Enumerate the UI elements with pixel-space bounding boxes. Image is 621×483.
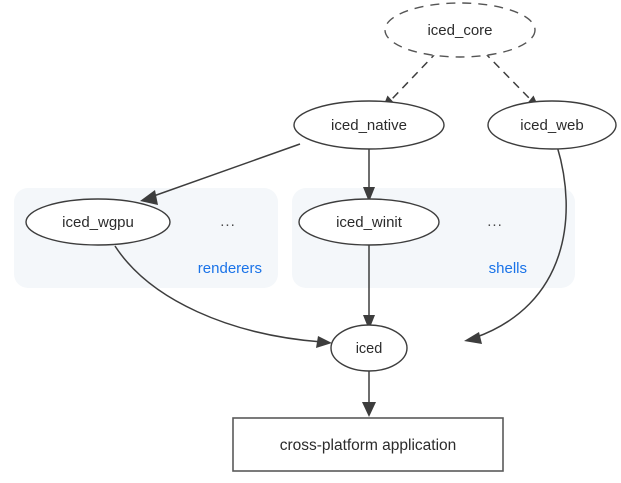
node-iced-core-label: iced_core <box>427 22 492 39</box>
edge-iced-to-application <box>362 371 376 417</box>
group-shells-ellipsis: ... <box>487 213 503 230</box>
arrowhead-iced-web-to-iced <box>464 332 482 344</box>
node-iced-web-shape[interactable] <box>487 100 617 150</box>
node-iced-wgpu[interactable]: iced_wgpu <box>25 198 171 246</box>
node-application-label: cross-platform application <box>280 437 457 454</box>
node-iced-winit[interactable]: iced_winit <box>298 198 440 246</box>
node-iced-label: iced <box>356 341 383 357</box>
edge-iced-winit-to-iced <box>363 245 375 330</box>
edge-iced-wgpu-to-iced <box>114 245 332 348</box>
node-iced-winit-shape[interactable] <box>298 198 440 246</box>
edge-iced-native-to-iced-wgpu <box>140 143 301 205</box>
node-iced-winit-label: iced_winit <box>336 214 403 231</box>
node-iced-wgpu-label: iced_wgpu <box>62 214 134 231</box>
edge-iced-native-to-iced-winit <box>363 148 375 202</box>
edge-iced-core-to-iced-web <box>483 51 540 110</box>
arrowhead-iced-native-to-iced-wgpu <box>140 190 158 205</box>
node-iced-web-label: iced_web <box>520 117 583 134</box>
node-iced-core-shape[interactable] <box>384 2 536 58</box>
node-iced-shape[interactable] <box>330 324 408 372</box>
group-shells-label: shells <box>489 260 527 277</box>
node-iced-core[interactable]: iced_core <box>384 2 536 58</box>
arrowhead-iced-wgpu-to-iced <box>316 336 332 348</box>
node-iced-native[interactable]: iced_native <box>293 100 445 150</box>
edge-iced-web-to-iced <box>464 145 567 344</box>
node-iced-web[interactable]: iced_web <box>487 100 617 150</box>
arrowhead-iced-to-application <box>362 402 376 417</box>
node-iced[interactable]: iced <box>330 324 408 372</box>
node-iced-wgpu-shape[interactable] <box>25 198 171 246</box>
group-renderers-ellipsis: ... <box>220 213 236 230</box>
arrowhead-iced-native-to-iced-winit <box>363 187 375 202</box>
arrowhead-iced-winit-to-iced <box>363 315 375 330</box>
node-iced-native-label: iced_native <box>331 117 407 134</box>
group-renderers-label: renderers <box>198 260 262 277</box>
node-application[interactable]: cross-platform application <box>232 417 504 472</box>
node-application-shape[interactable] <box>232 417 504 472</box>
node-iced-native-shape[interactable] <box>293 100 445 150</box>
